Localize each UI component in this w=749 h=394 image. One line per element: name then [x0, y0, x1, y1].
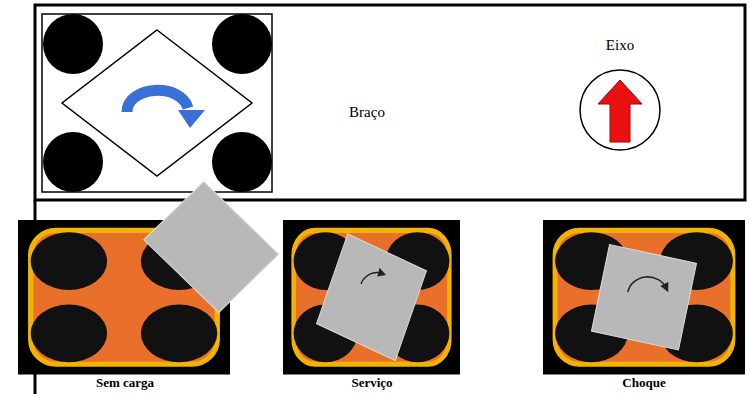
- service-photo: [283, 220, 460, 375]
- photo-caption: Sem carga: [96, 375, 154, 391]
- part-label: Braço: [349, 104, 385, 121]
- arm-schematic: [42, 14, 272, 192]
- shaft-symbol: [580, 70, 660, 150]
- frame: [35, 5, 745, 200]
- part-label: Eixo: [606, 37, 634, 54]
- photo-caption: Serviço: [351, 375, 392, 391]
- shock-photo: [543, 220, 745, 375]
- no-load-photo: [18, 181, 279, 374]
- photo-caption: Choque: [622, 375, 665, 391]
